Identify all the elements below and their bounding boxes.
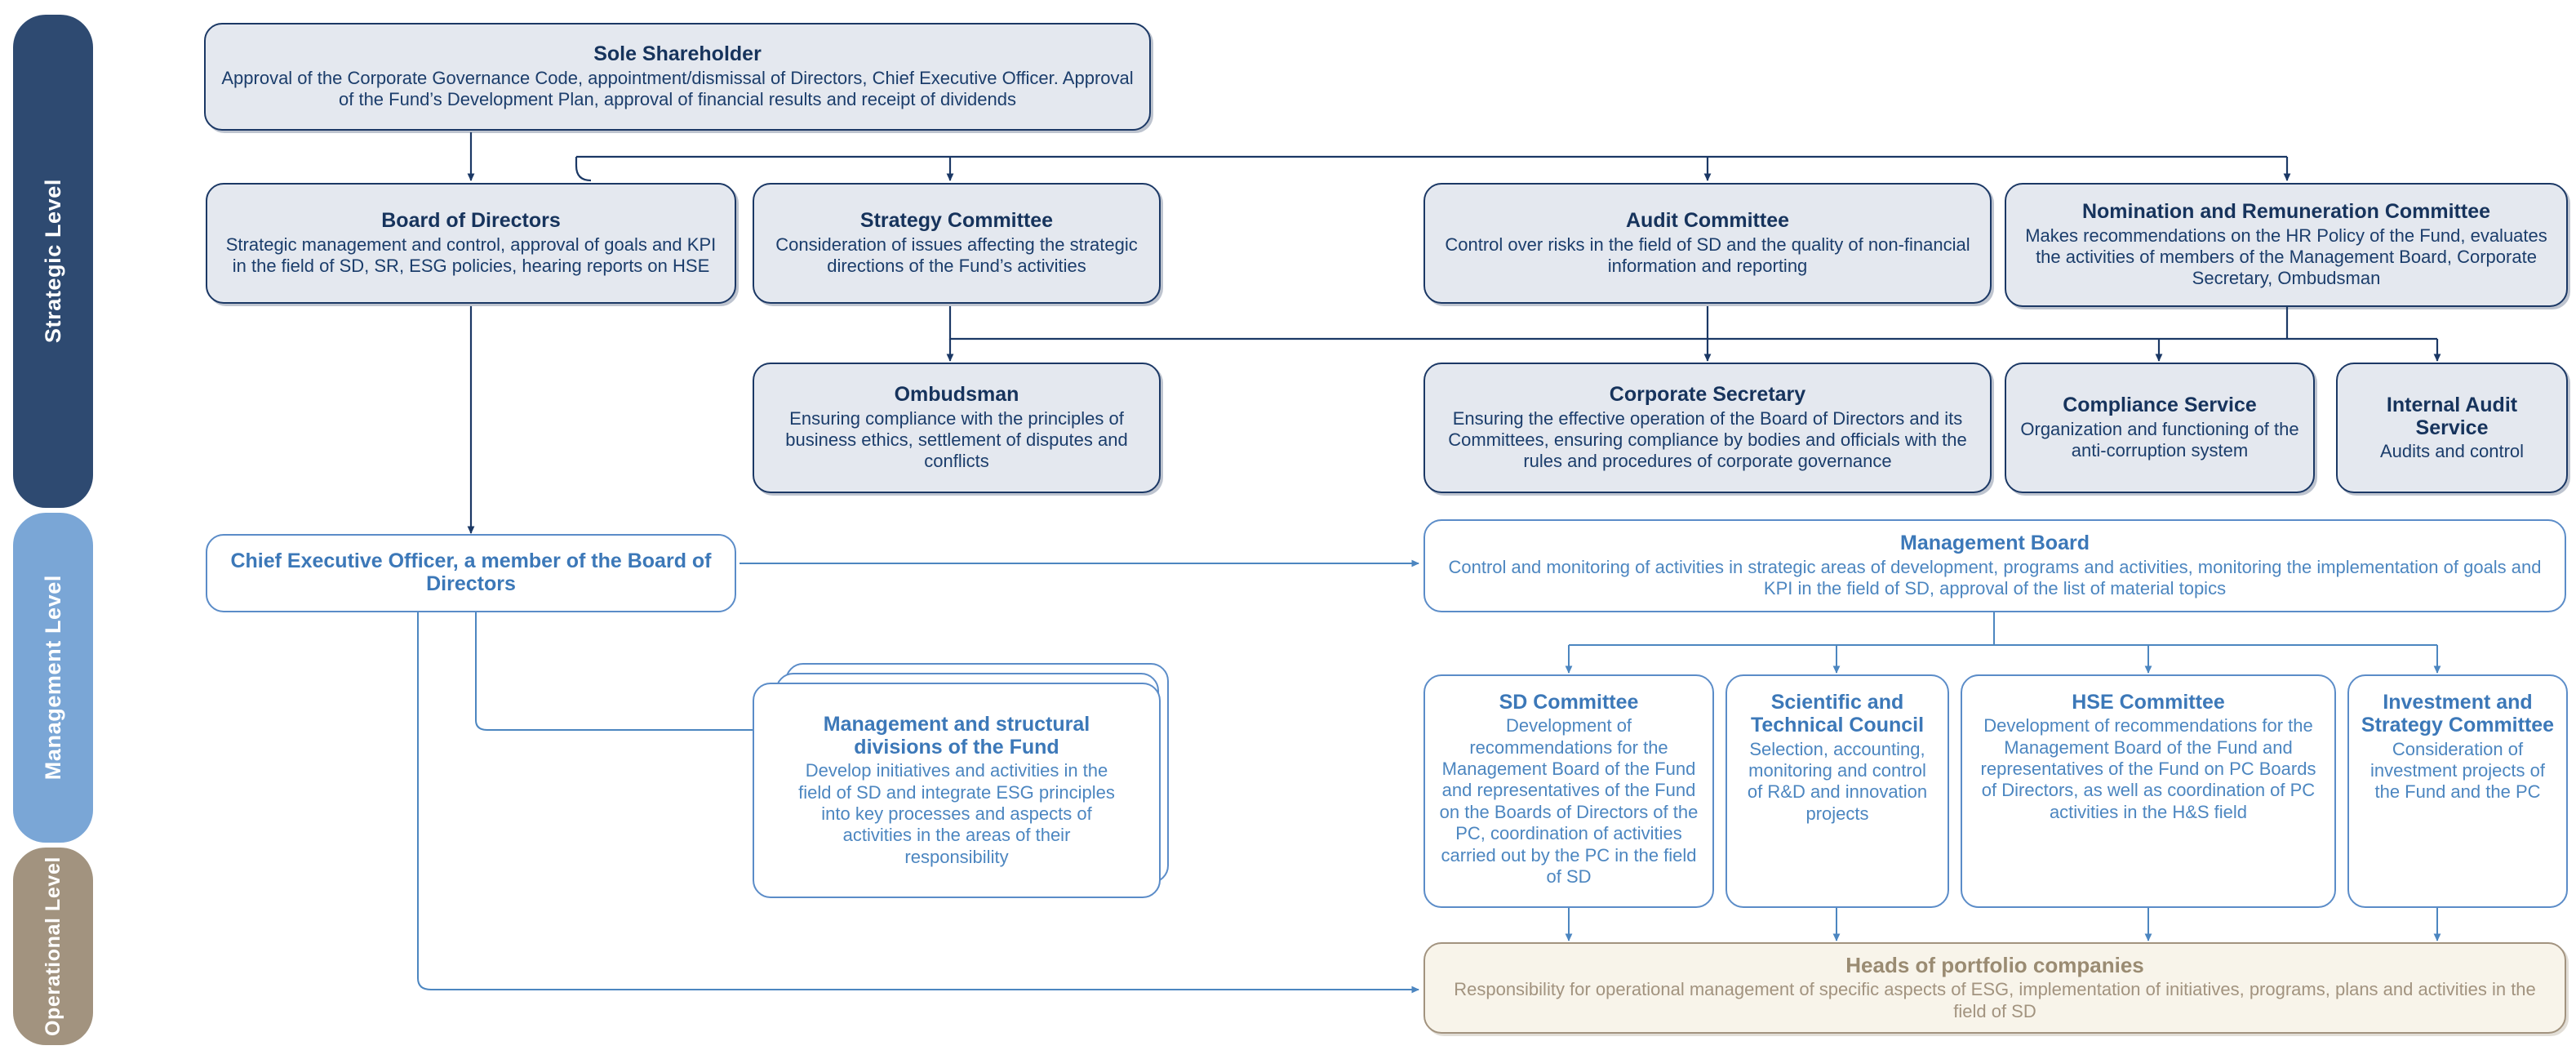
- node-compliance-service[interactable]: Compliance Service Organization and func…: [2005, 363, 2315, 493]
- level-label-strategic: Strategic Level: [40, 179, 65, 344]
- level-pill-operational: Operational Level: [13, 848, 93, 1045]
- node-title: Management and structural divisions of t…: [823, 712, 1090, 759]
- node-title: Management Board: [1900, 532, 2090, 555]
- node-sole-shareholder[interactable]: Sole Shareholder Approval of the Corpora…: [204, 23, 1151, 131]
- node-hse-committee[interactable]: HSE Committee Development of recommendat…: [1961, 674, 2336, 908]
- node-body: Audits and control: [2379, 441, 2525, 462]
- node-internal-audit-service[interactable]: Internal Audit Service Audits and contro…: [2336, 363, 2568, 493]
- management-connectors: [417, 559, 2441, 994]
- node-title: Nomination and Remuneration Committee: [2081, 200, 2491, 224]
- node-body: Development of recommendations for the M…: [1980, 715, 2316, 822]
- node-body: Ensuring the effective operation of the …: [1448, 407, 1967, 472]
- node-body: Control over risks in the field of SD an…: [1445, 234, 1970, 277]
- node-title: Sole Shareholder: [593, 42, 762, 66]
- node-title: Ombudsman: [894, 383, 1019, 407]
- node-body: Consideration of investment projects of …: [2370, 738, 2545, 803]
- level-pill-strategic: Strategic Level: [13, 15, 93, 508]
- node-title: Heads of portfolio companies: [1845, 952, 2144, 977]
- node-management-divisions[interactable]: Management and structural divisions of t…: [753, 683, 1161, 898]
- node-ombudsman[interactable]: Ombudsman Ensuring compliance with the p…: [753, 363, 1161, 493]
- node-body: Development of recommendations for the M…: [1439, 715, 1699, 887]
- node-body: Develop initiatives and activities in th…: [798, 760, 1115, 867]
- node-nomination-remuneration-committee[interactable]: Nomination and Remuneration Committee Ma…: [2005, 183, 2568, 307]
- node-board-of-directors[interactable]: Board of Directors Strategic management …: [206, 183, 736, 304]
- node-title: Strategy Committee: [859, 209, 1054, 233]
- level-label-management: Management Level: [40, 575, 65, 781]
- node-corporate-secretary[interactable]: Corporate Secretary Ensuring the effecti…: [1423, 363, 1992, 493]
- node-title: Audit Committee: [1626, 209, 1789, 233]
- node-heads-of-portfolio-companies[interactable]: Heads of portfolio companies Responsibil…: [1423, 942, 2566, 1034]
- level-pill-management: Management Level: [13, 513, 93, 843]
- node-title: Board of Directors: [381, 209, 561, 233]
- node-body: Approval of the Corporate Governance Cod…: [221, 67, 1134, 110]
- node-body: Control and monitoring of activities in …: [1448, 556, 2542, 599]
- level-label-operational: Operational Level: [42, 857, 64, 1036]
- node-management-board[interactable]: Management Board Control and monitoring …: [1423, 519, 2566, 612]
- node-investment-strategy-committee[interactable]: Investment and Strategy Committee Consid…: [2347, 674, 2568, 908]
- node-title: Scientific and Technical Council: [1750, 691, 1925, 737]
- node-title: Corporate Secretary: [1609, 383, 1806, 407]
- node-title: SD Committee: [1499, 691, 1639, 714]
- node-scientific-technical-council[interactable]: Scientific and Technical Council Selecti…: [1725, 674, 1949, 908]
- node-body: Consideration of issues affecting the st…: [775, 234, 1138, 277]
- node-body: Ensuring compliance with the principles …: [785, 407, 1128, 472]
- node-title: Internal Audit Service: [2386, 393, 2518, 439]
- node-title: HSE Committee: [2072, 691, 2225, 714]
- strategic-connectors: [467, 132, 2441, 534]
- node-chief-executive-officer[interactable]: Chief Executive Officer, a member of the…: [206, 534, 736, 612]
- node-sd-committee[interactable]: SD Committee Development of recommendati…: [1423, 674, 1714, 908]
- node-body: Makes recommendations on the HR Policy o…: [2025, 225, 2547, 289]
- node-body: Selection, accounting, monitoring and co…: [1747, 738, 1928, 824]
- node-title: Compliance Service: [2063, 394, 2257, 417]
- node-title: Chief Executive Officer, a member of the…: [230, 549, 712, 595]
- node-title: Investment and Strategy Committee: [2361, 691, 2555, 737]
- node-audit-committee[interactable]: Audit Committee Control over risks in th…: [1423, 183, 1992, 304]
- node-body: Organization and functioning of the anti…: [2020, 418, 2299, 461]
- node-body: Strategic management and control, approv…: [225, 234, 717, 277]
- node-body: Responsibility for operational managemen…: [1454, 979, 2536, 1021]
- node-strategy-committee[interactable]: Strategy Committee Consideration of issu…: [753, 183, 1161, 304]
